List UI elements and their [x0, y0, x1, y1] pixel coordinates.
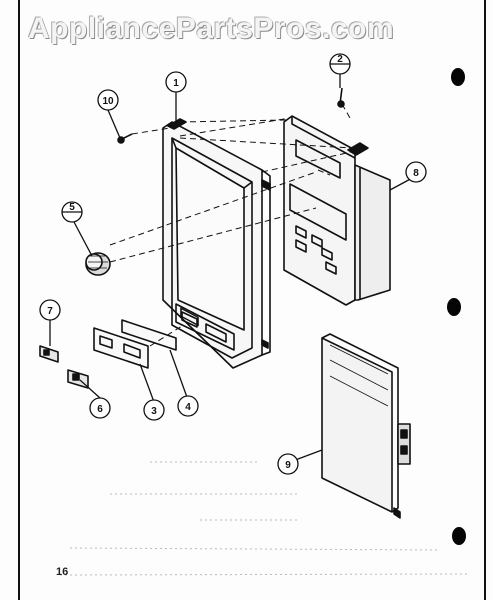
page-right-border — [484, 0, 486, 600]
circuit-board — [321, 333, 411, 519]
screw-2 — [337, 87, 345, 108]
callout-10: 10 — [102, 96, 114, 107]
switch-7 — [39, 345, 59, 363]
callout-4: 4 — [185, 402, 191, 413]
punch-hole-middle — [447, 298, 461, 316]
watermark: AppliancePartsPros.com — [28, 12, 395, 45]
callout-2: 2 — [337, 54, 343, 65]
callout-5: 5 — [69, 202, 75, 213]
door-frame — [162, 118, 271, 369]
callout-1: 1 — [173, 78, 179, 89]
callout-7: 7 — [47, 306, 53, 317]
panel-strip — [121, 319, 177, 351]
page-number: 16 — [56, 566, 69, 578]
page-left-border — [18, 0, 20, 600]
callout-8: 8 — [413, 168, 419, 179]
callout-6: 6 — [97, 404, 103, 415]
callout-9: 9 — [285, 460, 291, 471]
punch-hole-bottom — [452, 527, 466, 545]
screw-10 — [117, 133, 133, 144]
knob — [85, 252, 111, 276]
punch-hole-top — [451, 68, 465, 86]
control-panel — [283, 115, 391, 306]
callout-3: 3 — [151, 406, 157, 417]
